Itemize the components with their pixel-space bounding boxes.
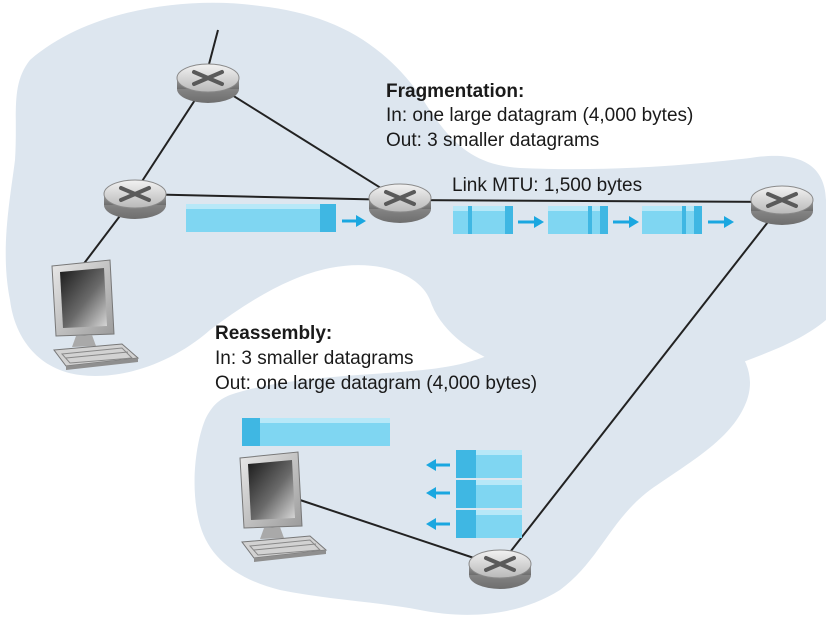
fragment-datagram-icon xyxy=(642,206,702,234)
fragmentation-in-text: In: one large datagram (4,000 bytes) xyxy=(386,105,694,126)
reassembly-in-text: In: 3 smaller datagrams xyxy=(215,348,414,369)
large-datagram-icon xyxy=(186,204,336,232)
fragmentation-out-text: Out: 3 smaller datagrams xyxy=(386,130,600,151)
arrow-icon xyxy=(613,216,639,228)
incoming-fragment-icon xyxy=(456,510,522,538)
network-links xyxy=(69,29,783,566)
arrow-icon xyxy=(426,459,450,471)
link-mtu-label: Link MTU: 1,500 bytes xyxy=(452,175,643,196)
fragment-datagram-icon xyxy=(453,206,513,234)
arrow-icon xyxy=(426,487,450,499)
incoming-fragment-icon xyxy=(456,480,522,508)
incoming-fragment-icon xyxy=(456,450,522,478)
arrow-icon xyxy=(708,216,734,228)
reassembly-out-text: Out: one large datagram (4,000 bytes) xyxy=(215,373,538,394)
arrow-icon xyxy=(426,518,450,530)
reassembled-datagram-icon xyxy=(242,418,390,446)
router-icon xyxy=(749,184,815,227)
router-icon xyxy=(467,548,533,591)
fragment-datagram-icon xyxy=(548,206,608,234)
arrow-icon xyxy=(518,216,544,228)
router-icon xyxy=(102,178,168,221)
arrow-icon xyxy=(342,215,366,227)
fragmentation-heading: Fragmentation: xyxy=(386,81,525,102)
reassembly-heading: Reassembly: xyxy=(215,323,333,344)
router-icon xyxy=(367,182,433,225)
router-icon xyxy=(175,62,241,105)
